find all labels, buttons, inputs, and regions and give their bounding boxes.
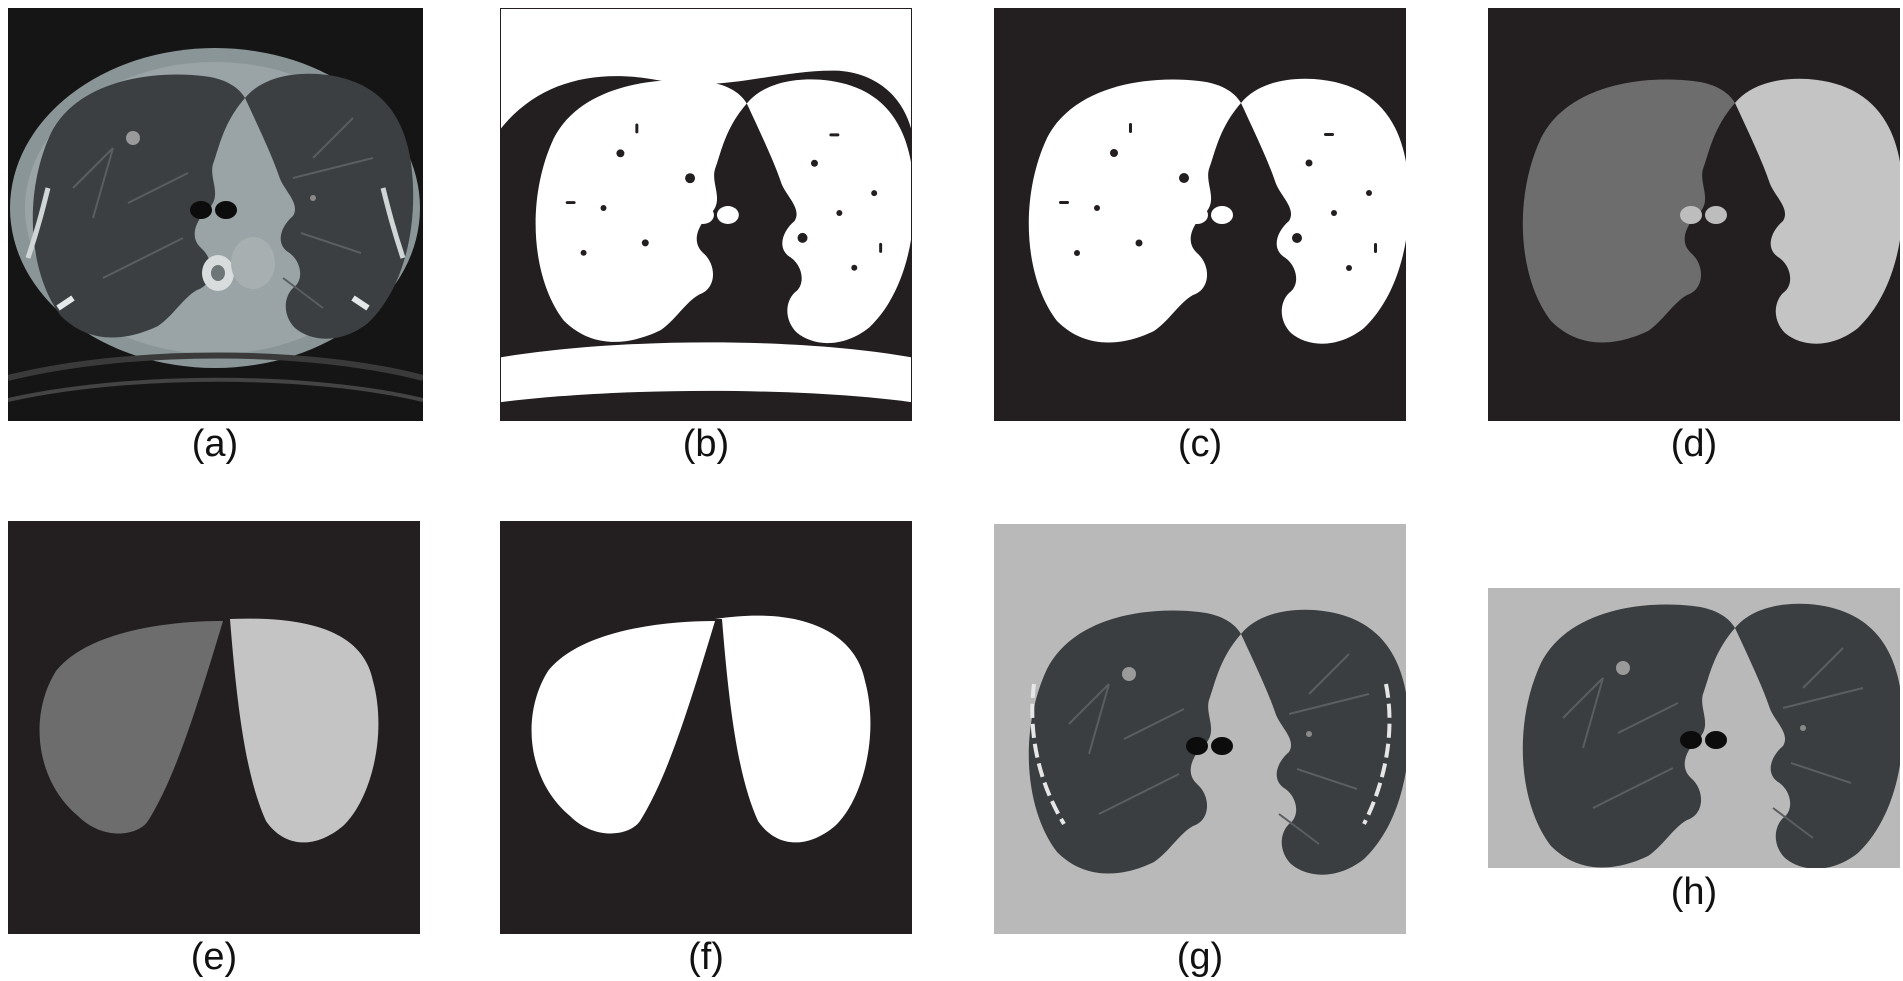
cropped-masked-ct-image [1488, 588, 1900, 868]
filled-labeled-lungs-image [8, 521, 420, 934]
label-a: (a) [191, 423, 239, 465]
labeled-lungs-image [1488, 8, 1900, 421]
label-c: (c) [1177, 423, 1223, 465]
label-b: (b) [682, 423, 730, 465]
label-e: (e) [190, 936, 238, 978]
label-g: (g) [1176, 936, 1224, 978]
panel-a-image [8, 8, 423, 421]
panel-h-image [1488, 588, 1900, 868]
panel-d-image [1488, 8, 1900, 421]
panel-f-image [500, 521, 912, 934]
masked-ct-image [994, 524, 1406, 934]
ct-slice-image [8, 8, 423, 421]
label-h: (h) [1670, 871, 1718, 913]
label-d: (d) [1670, 423, 1718, 465]
panel-g-image [994, 524, 1406, 934]
lung-mask-image [994, 8, 1406, 421]
label-f: (f) [688, 936, 724, 978]
panel-c-image [994, 8, 1406, 421]
panel-e-image [8, 521, 420, 934]
combined-lung-mask-image [500, 521, 912, 934]
threshold-mask-image [501, 9, 911, 420]
panel-b-image [500, 8, 912, 421]
